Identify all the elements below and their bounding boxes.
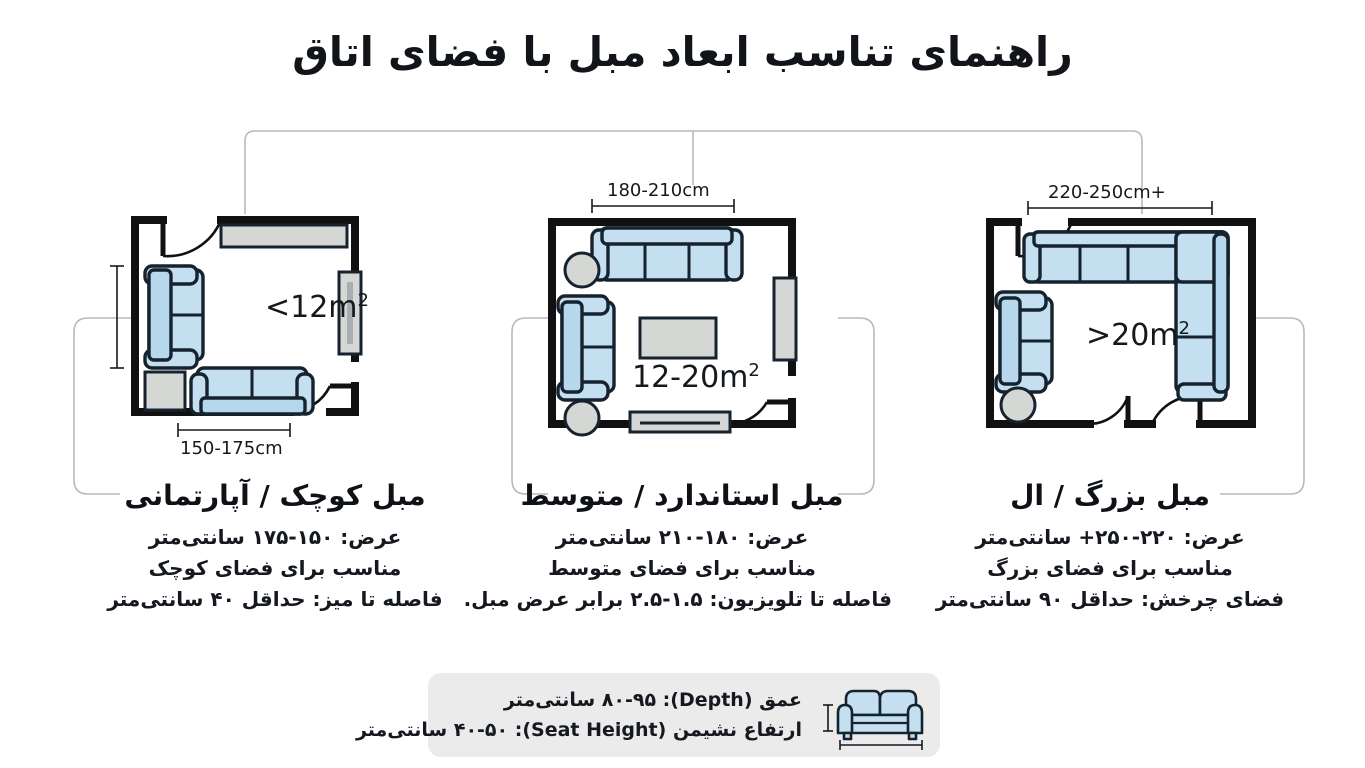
room-plan-small: <12m2 150-175cm xyxy=(65,190,485,459)
width-dimension-standard: 180-210cm xyxy=(607,180,710,201)
area-label-standard: 12-20m2 xyxy=(632,360,760,395)
caption-large: مبل بزرگ / ال عرض: ۲۲۰-۲۵۰+ سانتی‌متر من… xyxy=(900,478,1320,615)
caption-title-small: مبل کوچک / آپارتمانی xyxy=(124,479,426,512)
info-text-group: عمق (Depth): ۸۰-۹۵ سانتی‌متر ارتفاع نشیم… xyxy=(356,685,820,745)
caption-title-standard: مبل استاندارد / متوسط xyxy=(520,479,844,512)
caption-line-standard-3: فاصله تا تلویزیون: ۱.۵-۲.۵ برابر عرض مبل… xyxy=(463,587,892,611)
caption-small: مبل کوچک / آپارتمانی عرض: ۱۵۰-۱۷۵ سانتی‌… xyxy=(65,478,485,615)
page-title: راهنمای تناسب ابعاد مبل با فضای اتاق xyxy=(292,28,1073,76)
caption-title-large: مبل بزرگ / ال xyxy=(1010,479,1210,512)
caption-line-standard-2: مناسب برای فضای متوسط xyxy=(548,556,816,580)
caption-line-large-1: عرض: ۲۲۰-۲۵۰+ سانتی‌متر xyxy=(975,525,1245,549)
caption-line-small-3: فاصله تا میز: حداقل ۴۰ سانتی‌متر xyxy=(107,587,443,611)
column-standard: 12-20m2 180-210cm مبل استاندارد / متوسط … xyxy=(463,0,892,768)
room-plan-standard: 12-20m2 180-210cm xyxy=(472,180,892,455)
dimensions-info-box: عمق (Depth): ۸۰-۹۵ سانتی‌متر ارتفاع نشیم… xyxy=(356,673,940,757)
width-dimension-small: 150-175cm xyxy=(180,438,283,459)
info-seat-height-line: ارتفاع نشیمن (Seat Height): ۴۰-۵۰ سانتی‌… xyxy=(355,719,802,741)
area-label-small: <12m2 xyxy=(265,290,369,325)
width-dimension-large: 220-250cm+ xyxy=(1048,182,1166,203)
caption-line-large-2: مناسب برای فضای بزرگ xyxy=(987,556,1233,580)
column-small: <12m2 150-175cm مبل کوچک / آپارتمانی عرض… xyxy=(65,0,485,768)
caption-line-small-2: مناسب برای فضای کوچک xyxy=(148,556,402,580)
sofa-icon xyxy=(823,689,924,750)
room-plan-large: >20m2 220-250cm+ xyxy=(900,182,1320,455)
caption-line-large-3: فضای چرخش: حداقل ۹۰ سانتی‌متر xyxy=(935,587,1285,611)
caption-standard: مبل استاندارد / متوسط عرض: ۱۸۰-۲۱۰ سانتی… xyxy=(463,478,892,615)
caption-line-small-1: عرض: ۱۵۰-۱۷۵ سانتی‌متر xyxy=(148,525,402,549)
info-depth-line: عمق (Depth): ۸۰-۹۵ سانتی‌متر xyxy=(503,689,802,711)
area-label-large: >20m2 xyxy=(1086,318,1190,353)
caption-line-standard-1: عرض: ۱۸۰-۲۱۰ سانتی‌متر xyxy=(555,525,809,549)
column-large: >20m2 220-250cm+ مبل بزرگ / ال عرض: ۲۲۰-… xyxy=(900,0,1320,768)
